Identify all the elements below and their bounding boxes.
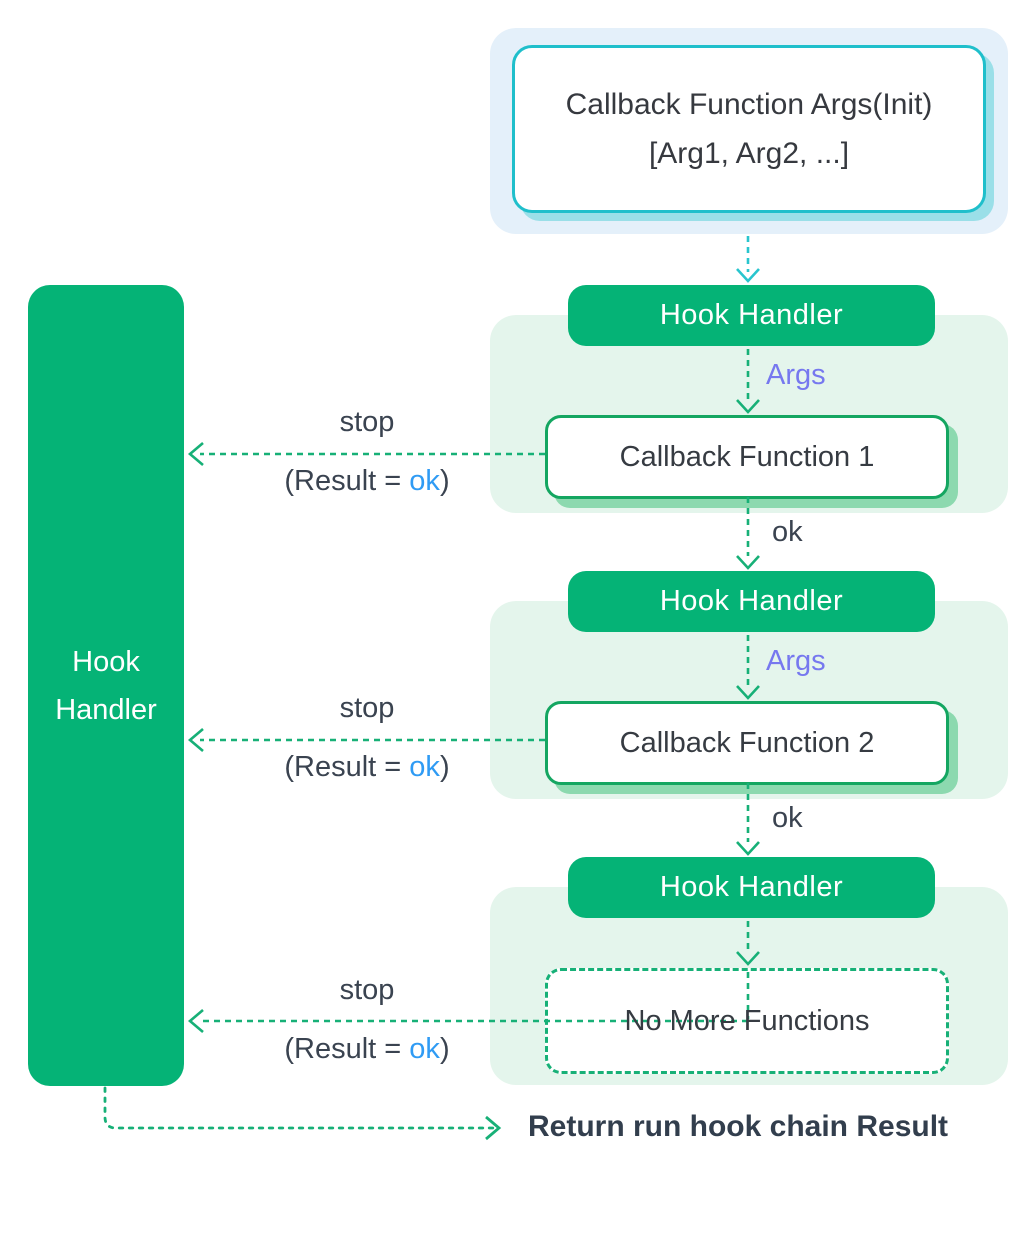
result-label-1: (Result = ok) (252, 465, 482, 498)
result-2-open: (Result = (284, 751, 410, 783)
no-more-functions-label: No More Functions (624, 1004, 870, 1037)
left-hook-handler-line1: Hook (72, 645, 140, 678)
args-label-1: Args (766, 359, 826, 391)
hook-handler-pill-1-label: Hook Handler (659, 299, 844, 331)
result-3-close: ) (439, 1033, 450, 1065)
init-args-line1: Callback Function Args(Init) (565, 88, 933, 121)
result-1-ok: ok (409, 465, 440, 497)
arrow-return-result (103, 1086, 502, 1141)
result-1-close: ) (439, 465, 450, 497)
init-args-box: Callback Function Args(Init) [Arg1, Arg2… (512, 45, 986, 213)
hook-handler-pill-2: Hook Handler (568, 571, 935, 632)
result-2-close: ) (439, 751, 450, 783)
callback-function-1-label: Callback Function 1 (619, 440, 875, 473)
stop-label-3: stop (339, 974, 395, 1006)
hook-handler-pill-3-label: Hook Handler (659, 871, 844, 903)
callback-function-1-box: Callback Function 1 (545, 415, 949, 499)
callback-function-2-label: Callback Function 2 (619, 726, 875, 759)
stop-label-2: stop (339, 692, 395, 724)
ok-label-2: ok (772, 802, 803, 834)
result-1-open: (Result = (284, 465, 410, 497)
ok-label-1: ok (772, 516, 803, 548)
callback-function-2-box: Callback Function 2 (545, 701, 949, 785)
result-label-2: (Result = ok) (252, 751, 482, 784)
return-result-label: Return run hook chain Result (528, 1110, 949, 1143)
result-3-ok: ok (409, 1033, 440, 1065)
arrow-init-to-hook1 (736, 236, 760, 283)
init-args-line2: [Arg1, Arg2, ...] (648, 137, 850, 170)
args-label-2: Args (766, 645, 826, 677)
hook-handler-pill-2-label: Hook Handler (659, 585, 844, 617)
result-label-3: (Result = ok) (252, 1033, 482, 1066)
left-hook-handler-box: Hook Handler (28, 285, 184, 1086)
result-2-ok: ok (409, 751, 440, 783)
no-more-functions-box: No More Functions (545, 968, 949, 1074)
left-hook-handler-line2: Handler (55, 693, 157, 726)
stop-label-1: stop (339, 406, 395, 438)
hook-handler-pill-3: Hook Handler (568, 857, 935, 918)
result-3-open: (Result = (284, 1033, 410, 1065)
hook-handler-pill-1: Hook Handler (568, 285, 935, 346)
